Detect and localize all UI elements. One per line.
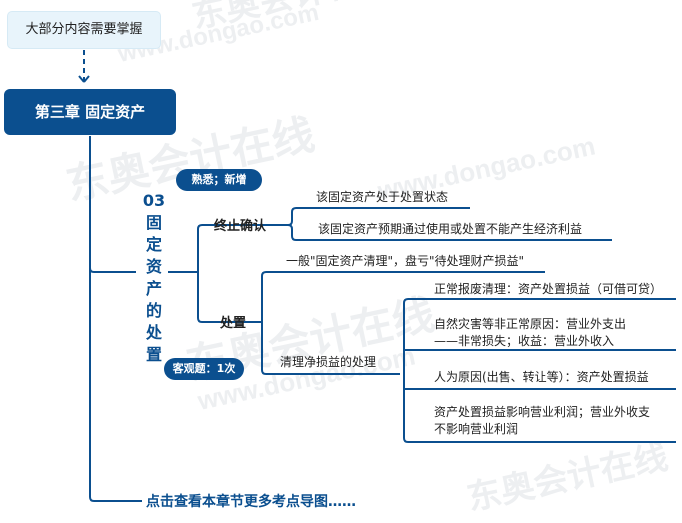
- disposal-node[interactable]: 处置: [220, 316, 247, 331]
- section-title-char: 定: [145, 235, 162, 254]
- more-mindmap-link[interactable]: 点击查看本章节更多考点导图……: [146, 494, 356, 510]
- cleanup-item: 自然灾害等非正常原因：营业外支出 ——非常损失；收益：营业外收入: [434, 316, 626, 350]
- cleanup-item-line: 自然灾害等非正常原因：营业外支出: [434, 317, 627, 331]
- section-number: 03: [142, 191, 166, 210]
- section-title-char: 置: [145, 345, 162, 364]
- cleanup-item: 资产处置损益影响营业利润；营业外收支 不影响营业利润: [434, 404, 650, 438]
- section-title-char: 处: [145, 323, 162, 342]
- chapter-title-node[interactable]: 第三章 固定资产: [4, 89, 176, 135]
- disposal-general-item: 一般"固定资产清理"，盘亏"待处理财产损益": [286, 254, 525, 268]
- section-title-char: 固: [145, 213, 162, 232]
- cleanup-item-line: 不影响营业利润: [434, 422, 519, 436]
- section-title-char: 资: [145, 257, 162, 276]
- cleanup-item-line: 正常报废清理：资产处置损益（可借可贷）: [434, 282, 663, 296]
- termination-node[interactable]: 终止确认: [214, 219, 267, 234]
- cleanup-item: 正常报废清理：资产处置损益（可借可贷）: [434, 281, 662, 298]
- section-title-char: 的: [145, 301, 162, 320]
- familiar-badge: 熟悉；新增: [176, 169, 262, 191]
- termination-item: 该固定资产预期通过使用或处置不能产生经济利益: [318, 222, 583, 236]
- cleanup-item-line: 资产处置损益影响营业利润；营业外收支: [434, 405, 651, 419]
- cleanup-item-line: ——非常损失；收益：营业外收入: [434, 334, 615, 348]
- objective-badge: 客观题：1次: [164, 358, 244, 380]
- cleanup-item: 人为原因(出售、转让等）：资产处置损益: [434, 369, 649, 386]
- cleanup-node[interactable]: 清理净损益的处理: [280, 355, 377, 369]
- top-note: 大部分内容需要掌握: [8, 12, 160, 48]
- termination-item: 该固定资产处于处置状态: [316, 190, 449, 204]
- section-title-char: 产: [145, 279, 162, 298]
- section-title-vertical: 03 固 定 资 产 的 处 置: [140, 190, 168, 366]
- cleanup-item-line: 人为原因(出售、转让等）：资产处置损益: [434, 370, 649, 384]
